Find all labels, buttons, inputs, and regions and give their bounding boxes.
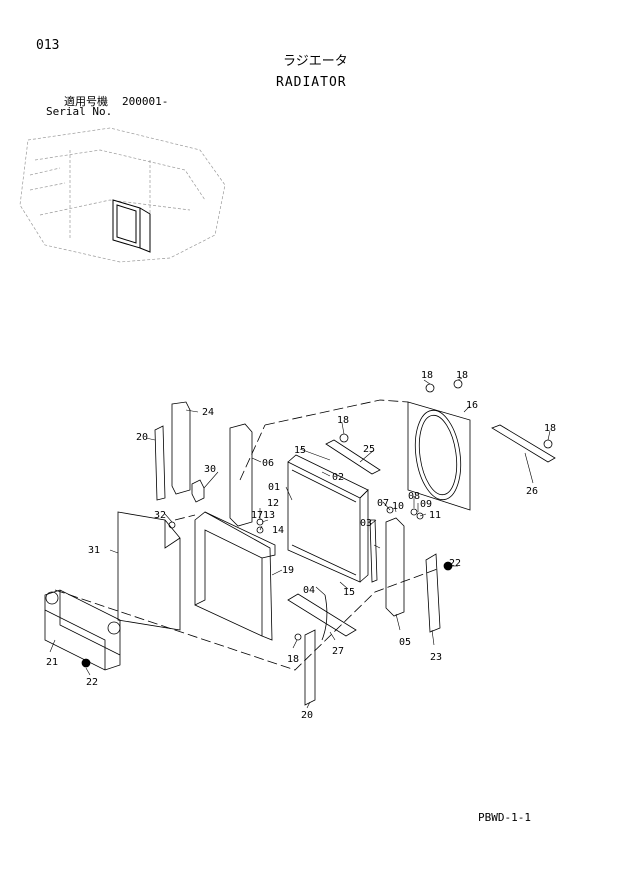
page-number: 013	[36, 38, 60, 53]
seal-strip-25	[325, 439, 381, 475]
part-label-31: 31	[88, 545, 100, 556]
part-label-07: 07	[377, 498, 389, 509]
part-label-18: 18	[456, 370, 468, 381]
part-label-23: 23	[430, 652, 442, 663]
part-label-04: 04	[303, 585, 315, 596]
plate-20-bottom	[304, 629, 316, 706]
oil-cooler-21	[44, 589, 121, 671]
part-label-13: 13	[263, 510, 275, 521]
beam-27	[287, 593, 357, 637]
part-label-30: 30	[204, 464, 216, 475]
part-label-19: 19	[282, 565, 294, 576]
part-label-20: 20	[136, 432, 148, 443]
part-label-11: 11	[429, 510, 441, 521]
part-label-17: 17	[251, 510, 263, 521]
fan-shroud-16	[407, 401, 471, 511]
location-radiator-highlight	[112, 199, 151, 253]
part-label-22: 22	[449, 558, 461, 569]
bolts	[168, 379, 553, 641]
side-bracket-06	[229, 423, 253, 527]
part-label-18: 18	[421, 370, 433, 381]
leader-lines	[49, 377, 551, 709]
bracket-24	[171, 401, 191, 495]
part-label-05: 05	[399, 637, 411, 648]
part-label-01: 01	[268, 482, 280, 493]
plate-23	[425, 553, 441, 633]
part-label-02: 02	[332, 472, 344, 483]
part-label-24: 24	[202, 407, 214, 418]
radiator-core	[287, 454, 369, 583]
part-label-09: 09	[420, 499, 432, 510]
serial-label-english: Serial No.	[46, 105, 113, 118]
shroud-panel	[117, 511, 181, 631]
radiator-frame	[194, 511, 276, 641]
title-japanese: ラジエータ	[283, 54, 348, 69]
title-english: RADIATOR	[276, 75, 347, 90]
part-label-06: 06	[262, 458, 274, 469]
part-label-21: 21	[46, 657, 58, 668]
part-label-15: 15	[343, 587, 355, 598]
part-label-10: 10	[392, 501, 404, 512]
assembly-lines	[54, 399, 441, 671]
part-label-27: 27	[332, 646, 344, 657]
bracket-05	[385, 517, 405, 617]
part-label-08: 08	[408, 491, 420, 502]
part-label-18: 18	[287, 654, 299, 665]
plate-20-top	[154, 425, 166, 501]
rod-03	[369, 519, 378, 583]
part-label-03: 03	[360, 518, 372, 529]
serial-value: 200001-	[122, 95, 169, 108]
footer-code: PBWD-1-1	[478, 811, 531, 824]
block-30	[191, 479, 205, 503]
part-label-32: 32	[154, 510, 166, 521]
serial-label-japanese: 適用号機	[64, 95, 108, 108]
part-label-18: 18	[337, 415, 349, 426]
part-label-26: 26	[526, 486, 538, 497]
part-label-20: 20	[301, 710, 313, 721]
part-label-16: 16	[466, 400, 478, 411]
part-label-12: 12	[267, 498, 279, 509]
machine-location-sketch	[19, 127, 226, 263]
hose-04	[321, 594, 328, 641]
part-label-18: 18	[544, 423, 556, 434]
part-label-25: 25	[363, 444, 375, 455]
nut-22-left	[81, 658, 91, 668]
seal-strip-26	[491, 424, 556, 463]
part-label-15: 15	[294, 445, 306, 456]
part-label-14: 14	[272, 525, 284, 536]
part-label-22: 22	[86, 677, 98, 688]
